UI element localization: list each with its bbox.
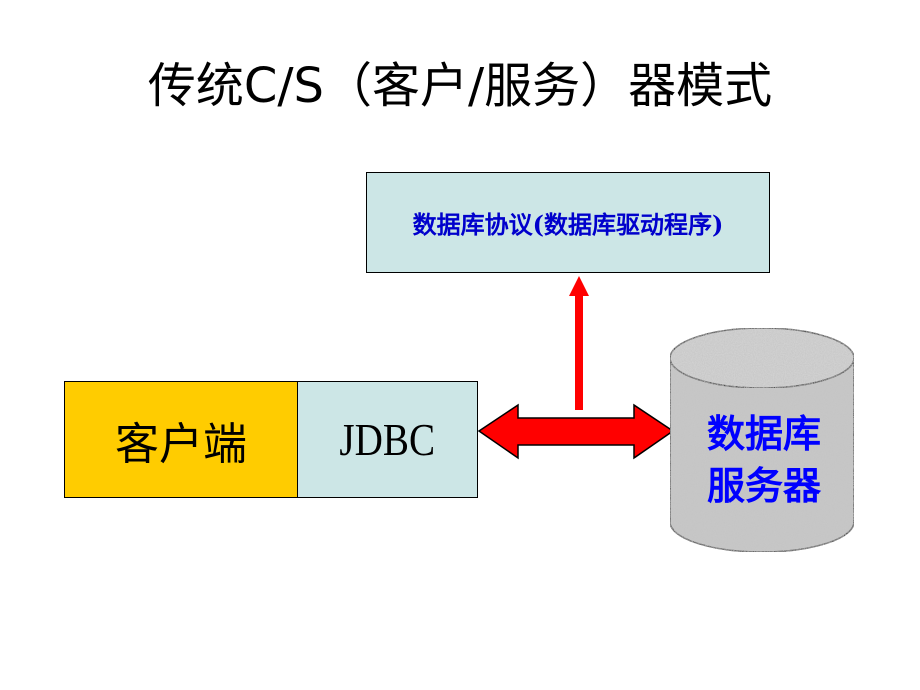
double-arrow	[477, 403, 675, 460]
vertical-arrow	[569, 276, 589, 410]
db-protocol-box: 数据库协议(数据库驱动程序)	[366, 172, 770, 273]
jdbc-label: JDBC	[339, 414, 436, 465]
database-label-line1: 数据库	[706, 411, 821, 456]
db-protocol-label: 数据库协议(数据库驱动程序)	[412, 210, 724, 239]
page-title: 传统C/S（客户/服务）器模式	[147, 58, 773, 114]
database-cylinder	[669, 327, 855, 553]
client-box: 客户端	[64, 381, 298, 498]
client-label: 客户端	[115, 418, 247, 470]
database-server-label: 数据库 服务器	[672, 408, 856, 512]
database-label-line2: 服务器	[706, 463, 821, 508]
jdbc-box: JDBC	[297, 381, 478, 498]
